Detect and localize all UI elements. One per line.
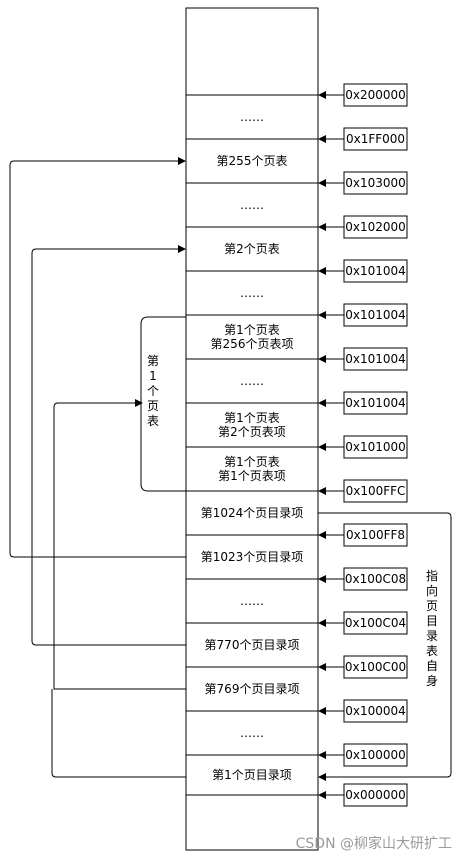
address-label: 0x100C08 <box>345 572 406 586</box>
memory-cell-label: 第1个页表 <box>224 411 280 425</box>
address-label: 0x100FFC <box>346 484 406 498</box>
memory-cell-label: …… <box>240 286 264 300</box>
address-label: 0x100FF8 <box>346 528 405 542</box>
page-table-1-label-char: 个 <box>147 384 159 398</box>
memory-cell-label: 第2个页表项 <box>218 425 286 439</box>
address-item: 0x100FFC <box>318 479 408 503</box>
address-item: 0x101004 <box>318 259 408 283</box>
address-item: 0x100C04 <box>318 611 408 635</box>
address-item: 0x100C00 <box>318 655 408 679</box>
address-item: 0x103000 <box>318 171 408 195</box>
column-outline <box>185 7 319 851</box>
address-item: 0x101004 <box>318 347 408 371</box>
address-label: 0x101004 <box>345 352 406 366</box>
address-label: 0x100004 <box>345 704 406 718</box>
page-table-1-label-char: 1 <box>149 369 157 383</box>
address-labels: 0x200000 0x1FF000 0x103000 0x102000 0x101004… <box>318 83 408 807</box>
memory-cell-label: 第770个页目录项 <box>205 638 300 652</box>
memory-cell-label: …… <box>240 726 264 740</box>
address-item: 0x1FF000 <box>318 127 408 151</box>
self-pointer-label-char: 自 <box>426 659 438 673</box>
address-label: 0x101004 <box>345 308 406 322</box>
self-pointer-label-char: 身 <box>426 673 438 688</box>
memory-cell-label: 第255个页表 <box>217 154 288 168</box>
memory-cell-label: 第1024个页目录项 <box>201 506 304 520</box>
address-item: 0x101000 <box>318 435 408 459</box>
memory-cell-label: 第1个页目录项 <box>212 768 292 782</box>
address-label: 0x101000 <box>345 440 406 454</box>
self-pointer-arrow <box>318 512 452 781</box>
address-item: 0x101004 <box>318 391 408 415</box>
address-item: 0x100000 <box>318 743 408 767</box>
address-label: 0x1FF000 <box>346 132 405 146</box>
self-pointer-label-char: 向 <box>426 583 438 598</box>
address-label: 0x100C00 <box>345 660 406 674</box>
memory-column: ……第255个页表……第2个页表……第1个页表第256个页表项……第1个页表第2… <box>185 7 319 851</box>
memory-cell-label: 第1个页表项 <box>218 469 286 483</box>
memory-cell-label: 第1个页表 <box>224 323 280 337</box>
self-pointer-label-char: 目 <box>426 614 438 628</box>
memory-cell-label: …… <box>240 198 264 212</box>
address-item: 0x100004 <box>318 699 408 723</box>
address-item: 0x200000 <box>318 83 408 107</box>
address-label: 0x103000 <box>345 176 406 190</box>
address-label: 0x100C04 <box>345 616 406 630</box>
address-label: 0x102000 <box>345 220 406 234</box>
address-item: 0x100C08 <box>318 567 408 591</box>
memory-cell-label: 第2个页表 <box>224 242 280 256</box>
page-table-1-label-char: 表 <box>147 414 159 428</box>
address-item: 0x100FF8 <box>318 523 408 547</box>
memory-cell-label: 第256个页表项 <box>211 337 294 351</box>
address-item: 0x000000 <box>318 783 408 807</box>
memory-cell-label: 第769个页目录项 <box>205 682 300 696</box>
memory-cell-label: 第1023个页目录项 <box>201 550 304 564</box>
watermark: CSDN @柳家山大研扩工 <box>296 835 452 852</box>
address-label: 0x101004 <box>345 396 406 410</box>
page-table-1-bracket <box>140 316 186 492</box>
pde-769-to-table-1-arrow <box>53 399 186 690</box>
self-pointer-label-char: 指 <box>426 568 438 583</box>
memory-cell-label: …… <box>240 594 264 608</box>
address-item: 0x102000 <box>318 215 408 239</box>
address-label: 0x200000 <box>345 88 406 102</box>
pde-1-link <box>51 689 186 778</box>
address-label: 0x100000 <box>345 748 406 762</box>
pde-1023-to-table-255-arrow <box>9 157 186 558</box>
self-pointer-label-char: 录 <box>426 629 438 643</box>
address-item: 0x101004 <box>318 303 408 327</box>
page-table-1-label-char: 第 <box>147 354 159 368</box>
self-pointer-label-char: 表 <box>426 644 438 658</box>
pde-770-to-table-2-arrow <box>31 245 186 646</box>
address-label: 0x000000 <box>345 788 406 802</box>
memory-cell-label: …… <box>240 110 264 124</box>
self-pointer-label-char: 页 <box>426 599 438 613</box>
memory-cell-label: …… <box>240 374 264 388</box>
pointer-arrows <box>9 157 452 781</box>
memory-cell-label: 第1个页表 <box>224 455 280 469</box>
page-table-1-label-char: 页 <box>147 399 159 413</box>
address-label: 0x101004 <box>345 264 406 278</box>
